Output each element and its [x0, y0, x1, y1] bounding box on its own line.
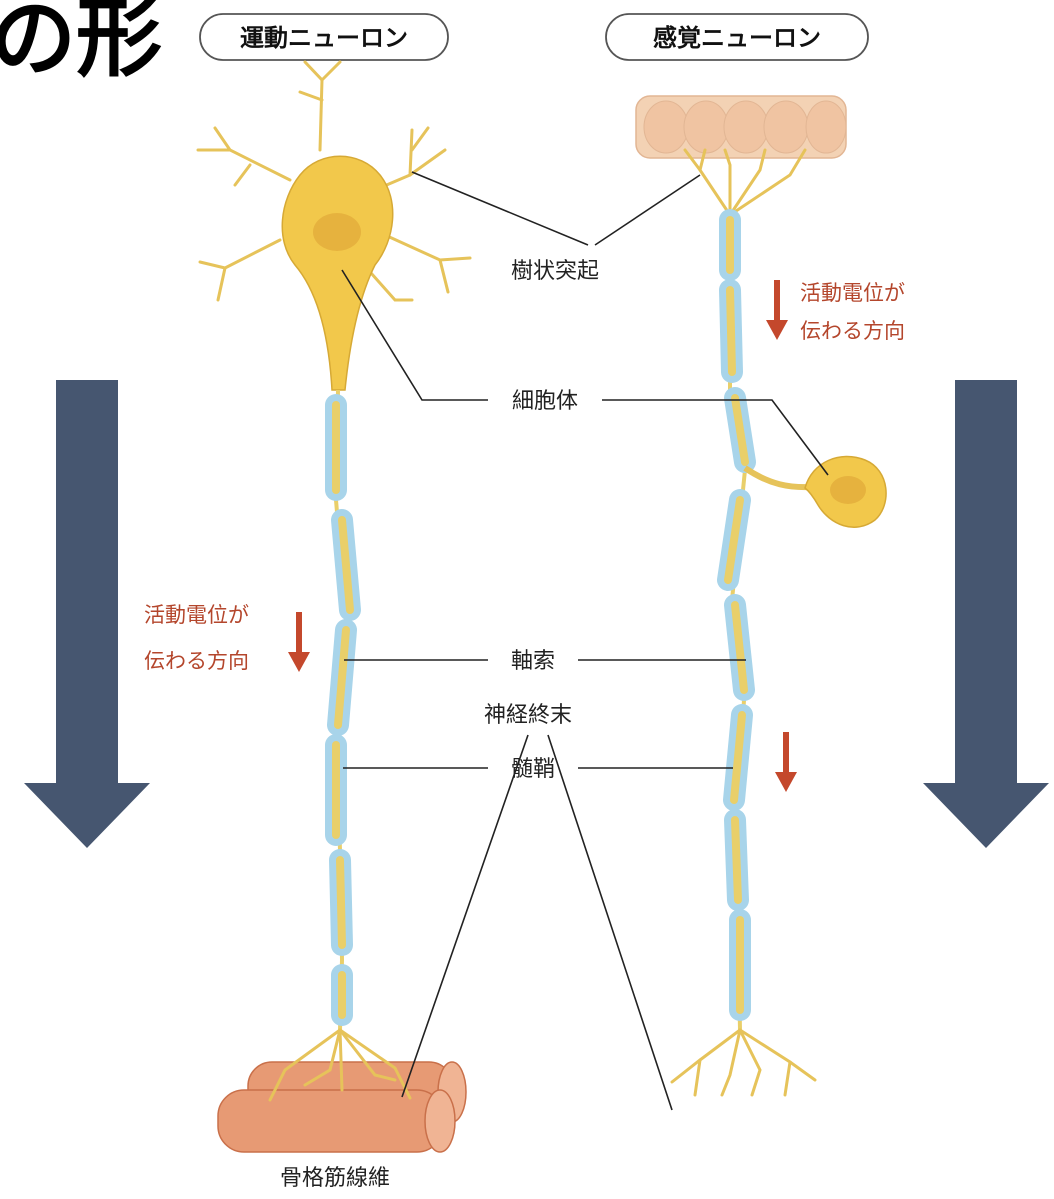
direction-note-sensory-line1: 活動電位が: [800, 281, 905, 305]
sensory-cell-body-process: [745, 468, 812, 487]
direction-note-motor-line2: 伝わる方向: [144, 649, 249, 673]
direction-note-sensory: 活動電位が 伝わる方向: [766, 280, 905, 343]
motor-neuron-title: 運動ニューロン: [200, 14, 448, 60]
sensory-receptor-cells: [636, 96, 846, 158]
big-arrow-right-icon: [923, 380, 1049, 848]
leader-lines: [342, 172, 828, 1110]
sensory-dendrites: [685, 150, 805, 215]
axon-core: [735, 820, 738, 900]
motor-neuron-title-text: 運動ニューロン: [240, 24, 408, 52]
heading-fragment: の形: [0, 0, 162, 89]
red-arrow-down-icon: [288, 612, 310, 672]
motor-axon: [336, 390, 350, 1030]
sensory-neuron-title-text: 感覚ニューロン: [653, 24, 821, 52]
label-skeletal-muscle-fiber: 骨格筋線維: [280, 1166, 390, 1191]
label-cell-body: 細胞体: [512, 389, 578, 414]
label-dendrite: 樹状突起: [511, 259, 599, 284]
direction-note-motor-line1: 活動電位が: [144, 603, 249, 627]
motor-nucleus: [313, 213, 361, 251]
red-arrow-down-icon: [775, 732, 797, 792]
direction-note-motor: 活動電位が 伝わる方向: [144, 603, 310, 673]
red-arrow-down-icon: [766, 280, 788, 340]
label-nerve-ending: 神経終末: [484, 703, 572, 728]
direction-note-sensory-line2: 伝わる方向: [800, 319, 905, 343]
sensory-neuron-title: 感覚ニューロン: [606, 14, 868, 60]
sensory-nerve-ending: [672, 1030, 815, 1095]
axon-core: [340, 860, 342, 945]
label-myelin-sheath: 髄鞘: [511, 757, 555, 782]
big-arrow-left-icon: [24, 380, 150, 848]
label-axon: 軸索: [511, 649, 555, 674]
motor-cell-body: [282, 156, 392, 390]
sensory-nucleus: [830, 476, 866, 504]
axon-core: [730, 290, 732, 372]
sensory-axon: [728, 215, 745, 1030]
